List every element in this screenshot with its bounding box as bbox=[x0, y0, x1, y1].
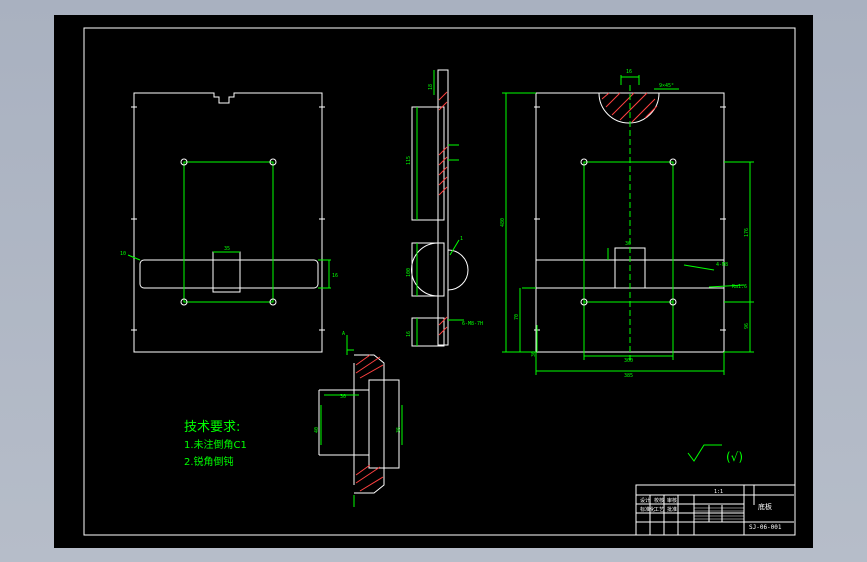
dim-top-slot: 16 bbox=[626, 69, 632, 75]
dim-left-slot-label: 10 bbox=[120, 251, 126, 257]
title-block-hatch bbox=[694, 507, 744, 520]
detail-dim1: 30 bbox=[340, 394, 346, 400]
front-view-dims bbox=[502, 75, 754, 375]
detail-dim2: 40 bbox=[314, 427, 320, 433]
tb-cell-6: 批准 bbox=[667, 506, 677, 513]
plan-view bbox=[131, 92, 325, 353]
dim-left-slot-height: 16 bbox=[332, 273, 338, 279]
roughness-note: (√) bbox=[726, 450, 743, 464]
tb-cell-5: 工艺 bbox=[654, 507, 664, 513]
tb-part-name: 底板 bbox=[758, 502, 772, 511]
tech-req-item-1: 1.未注倒角C1 bbox=[184, 438, 247, 451]
title-block bbox=[635, 484, 796, 536]
front-view-holes bbox=[580, 158, 677, 306]
dim-overall-width: 385 bbox=[624, 373, 633, 379]
tb-code: SJ-06-001 bbox=[749, 524, 782, 531]
dim-top-slot-right: 9×45° bbox=[659, 83, 674, 89]
detail-view-dims bbox=[320, 335, 403, 507]
dim-front-lower: 96 bbox=[744, 323, 750, 329]
tb-cell-2: 校核 bbox=[654, 497, 664, 504]
dim-right-tag2: Ra1.6 bbox=[732, 284, 747, 290]
dim-side-hole: 18 bbox=[428, 84, 434, 90]
detail-dim3: 36 bbox=[396, 427, 402, 433]
dim-front-upper: 176 bbox=[744, 228, 750, 237]
tech-req-title: 技术要求: bbox=[184, 420, 240, 435]
dim-front-bottom-small: 30 bbox=[531, 351, 537, 357]
cad-drawing: 35 16 10 bbox=[83, 27, 796, 536]
tb-cell-1: 设计 bbox=[640, 497, 650, 504]
dim-side-width: 115 bbox=[406, 156, 412, 165]
detail-view bbox=[318, 354, 400, 494]
roughness-symbol bbox=[687, 444, 722, 462]
dim-front-height: 480 bbox=[500, 218, 506, 227]
dim-side-note2: 1 bbox=[460, 236, 463, 242]
tb-scale: 1:1 bbox=[714, 489, 723, 495]
drawing-canvas[interactable]: 35 16 10 bbox=[54, 15, 813, 548]
plan-view-holes bbox=[180, 158, 277, 306]
dim-side-small: 16 bbox=[406, 331, 412, 337]
tb-cell-4: 标准化 bbox=[640, 506, 655, 513]
dim-hole-spacing: 300 bbox=[624, 358, 633, 364]
dim-front-slot: 30 bbox=[625, 241, 631, 247]
plan-view-centerlines bbox=[127, 161, 331, 303]
dim-side-note: 6-M8-7H bbox=[462, 321, 483, 327]
detail-label: A bbox=[342, 331, 345, 337]
dim-front-left-low: 70 bbox=[514, 314, 520, 320]
dim-slot-width: 35 bbox=[224, 246, 230, 252]
tb-cell-3: 审核 bbox=[667, 497, 677, 504]
tech-req-item-2: 2.锐角倒钝 bbox=[184, 455, 234, 468]
side-view bbox=[411, 69, 469, 347]
dim-side-mid: 100 bbox=[406, 268, 412, 277]
dim-right-tag: 4-M8 bbox=[716, 262, 728, 268]
side-view-dims bbox=[416, 70, 464, 346]
side-view-hatch bbox=[438, 91, 448, 336]
outer-frame bbox=[83, 27, 796, 536]
detail-view-hatch bbox=[355, 354, 384, 492]
tech-requirements: 技术要求: 1.未注倒角C1 2.锐角倒钝 bbox=[184, 420, 247, 468]
